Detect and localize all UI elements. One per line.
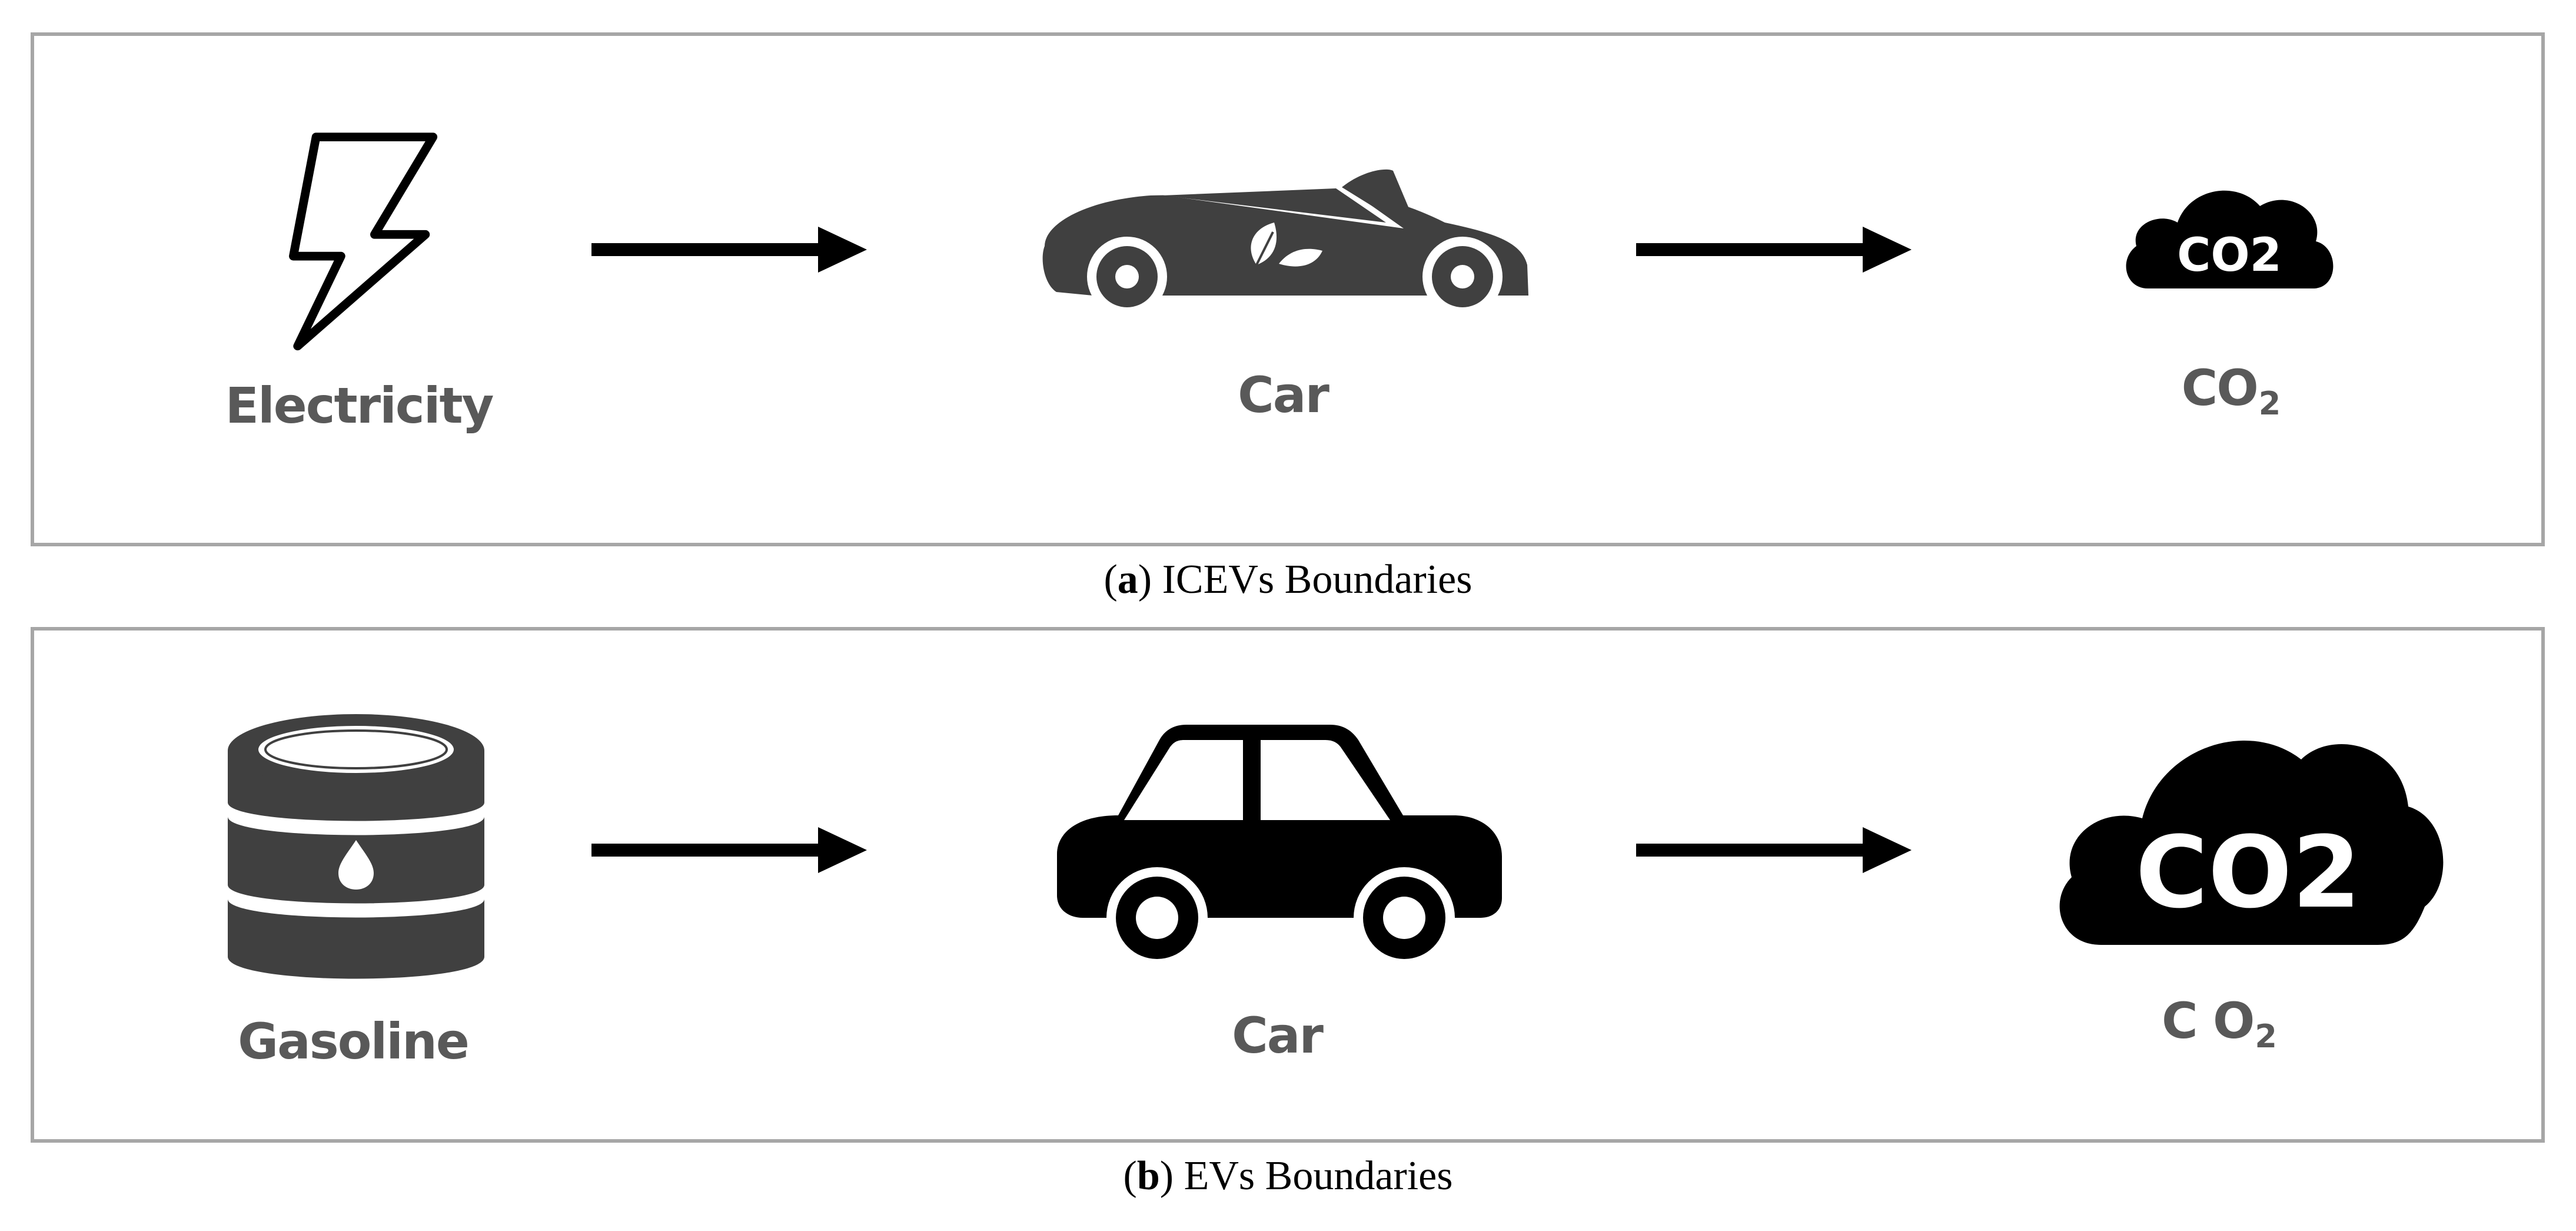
flow-arrow-1b [591, 827, 867, 873]
vehicle-label-car-a: Car [1238, 366, 1329, 424]
emission-label-main-a: CO [2181, 359, 2259, 417]
caption-a: (a) ICEVs Boundaries [1103, 557, 1473, 602]
co2-cloud-icon-b: CO2 [2059, 741, 2444, 945]
caption-text-a: ICEVs Boundaries [1162, 557, 1473, 602]
caption-letter-a: a [1117, 557, 1138, 602]
flow-arrow-2b [1636, 827, 1912, 873]
caption-b: (b) EVs Boundaries [1123, 1153, 1453, 1199]
emission-label-co2-b: C O2 [2095, 992, 2342, 1055]
source-label-electricity: Electricity [225, 377, 494, 434]
lightning-bolt-icon [289, 132, 438, 351]
caption-text-b: EVs Boundaries [1184, 1153, 1453, 1199]
co2-cloud-icon-a: CO2 [2126, 190, 2334, 288]
eco-car-icon [1042, 169, 1528, 317]
car-icon [1057, 725, 1502, 968]
flow-arrow-2a [1636, 227, 1912, 273]
emission-label-sub-b: 2 [2255, 1018, 2277, 1055]
vehicle-label-car-b: Car [1232, 1007, 1324, 1064]
emission-label-co2-a: CO2 [2107, 359, 2354, 422]
cloud-text-a: CO2 [2177, 229, 2282, 282]
source-label-gasoline: Gasoline [238, 1013, 470, 1070]
flow-arrow-1a [591, 227, 867, 273]
oil-barrel-icon [228, 714, 484, 979]
emission-label-sub-a: 2 [2258, 385, 2281, 422]
caption-letter-b: b [1136, 1153, 1160, 1199]
emission-label-main-b: C O [2162, 992, 2255, 1050]
cloud-text-b: CO2 [2135, 815, 2361, 930]
